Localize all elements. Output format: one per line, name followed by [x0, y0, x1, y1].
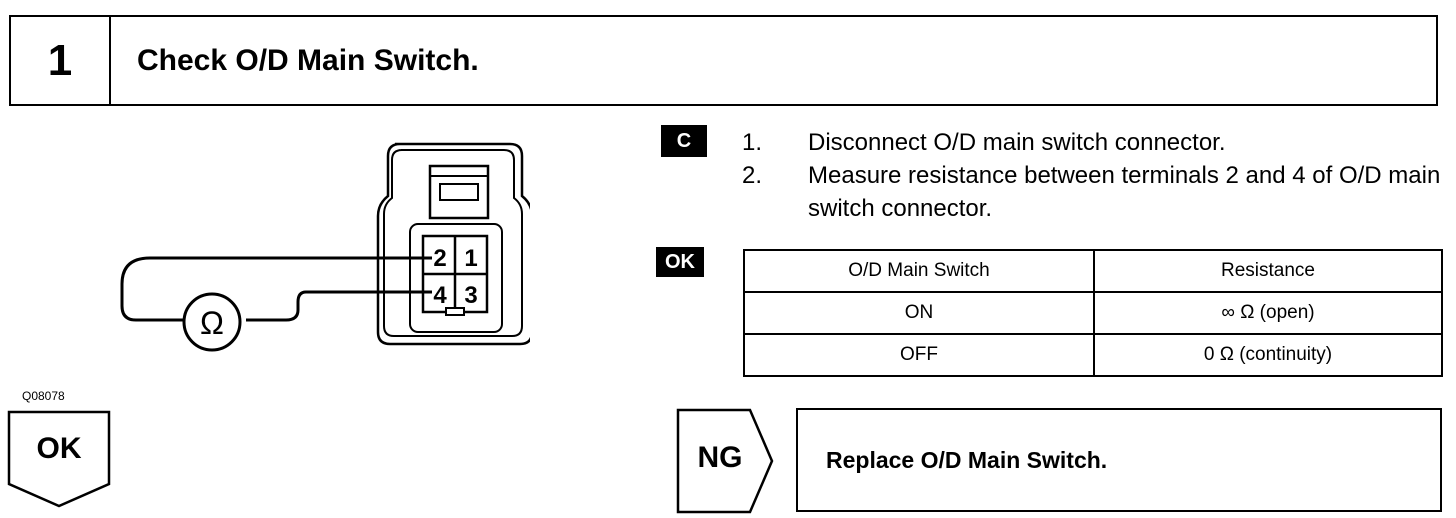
- instruction-text: Measure resistance between terminals 2 a…: [808, 162, 1441, 222]
- terminal-2: 2: [433, 245, 446, 272]
- connect-badge: C: [661, 125, 707, 157]
- instruction-item: 1. Disconnect O/D main switch connector.: [742, 126, 1452, 159]
- ohm-symbol: Ω: [200, 305, 224, 341]
- step-header: 1 Check O/D Main Switch.: [9, 15, 1438, 106]
- ok-badge: OK: [656, 247, 704, 277]
- terminal-4: 4: [433, 282, 447, 309]
- instruction-number: 2.: [742, 162, 763, 189]
- ohmmeter: [182, 292, 242, 352]
- instruction-item: 2. Measure resistance between terminals …: [742, 159, 1452, 225]
- diagram-code: Q08078: [22, 389, 65, 403]
- table-row: ON ∞ Ω (open): [743, 291, 1443, 335]
- instruction-text: Disconnect O/D main switch connector.: [808, 129, 1226, 156]
- table-row: OFF 0 Ω (continuity): [743, 333, 1443, 377]
- terminal-1: 1: [464, 245, 477, 272]
- table-cell: ∞ Ω (open): [1093, 291, 1443, 335]
- table-cell: ON: [743, 291, 1095, 335]
- probe-lead-terminal-4: [246, 290, 432, 322]
- step-title: Check O/D Main Switch.: [137, 43, 479, 77]
- ng-action-box: Replace O/D Main Switch.: [796, 408, 1442, 512]
- table-header-row: O/D Main Switch Resistance: [743, 249, 1443, 293]
- terminal-3: 3: [464, 282, 477, 309]
- ng-label: NG: [697, 441, 743, 474]
- ng-arrow-shape: [676, 408, 774, 514]
- column-header: Resistance: [1093, 249, 1443, 293]
- table-cell: 0 Ω (continuity): [1093, 333, 1443, 377]
- step-number: 1: [11, 17, 111, 104]
- connector-diagram: 2 1 4 3 Ω: [120, 142, 530, 352]
- instruction-number: 1.: [742, 129, 763, 156]
- connector-latch: [428, 164, 490, 220]
- connector-housing: [376, 142, 530, 346]
- probe-lead-terminal-2: [120, 256, 432, 322]
- ng-action-text: Replace O/D Main Switch.: [826, 446, 1108, 473]
- ok-arrow-shape: [7, 410, 111, 508]
- instruction-list: 1. Disconnect O/D main switch connector.…: [742, 126, 1452, 225]
- resistance-spec-table: O/D Main Switch Resistance ON ∞ Ω (open)…: [743, 249, 1443, 377]
- column-header: O/D Main Switch: [743, 249, 1095, 293]
- table-cell: OFF: [743, 333, 1095, 377]
- ok-label: OK: [36, 432, 82, 465]
